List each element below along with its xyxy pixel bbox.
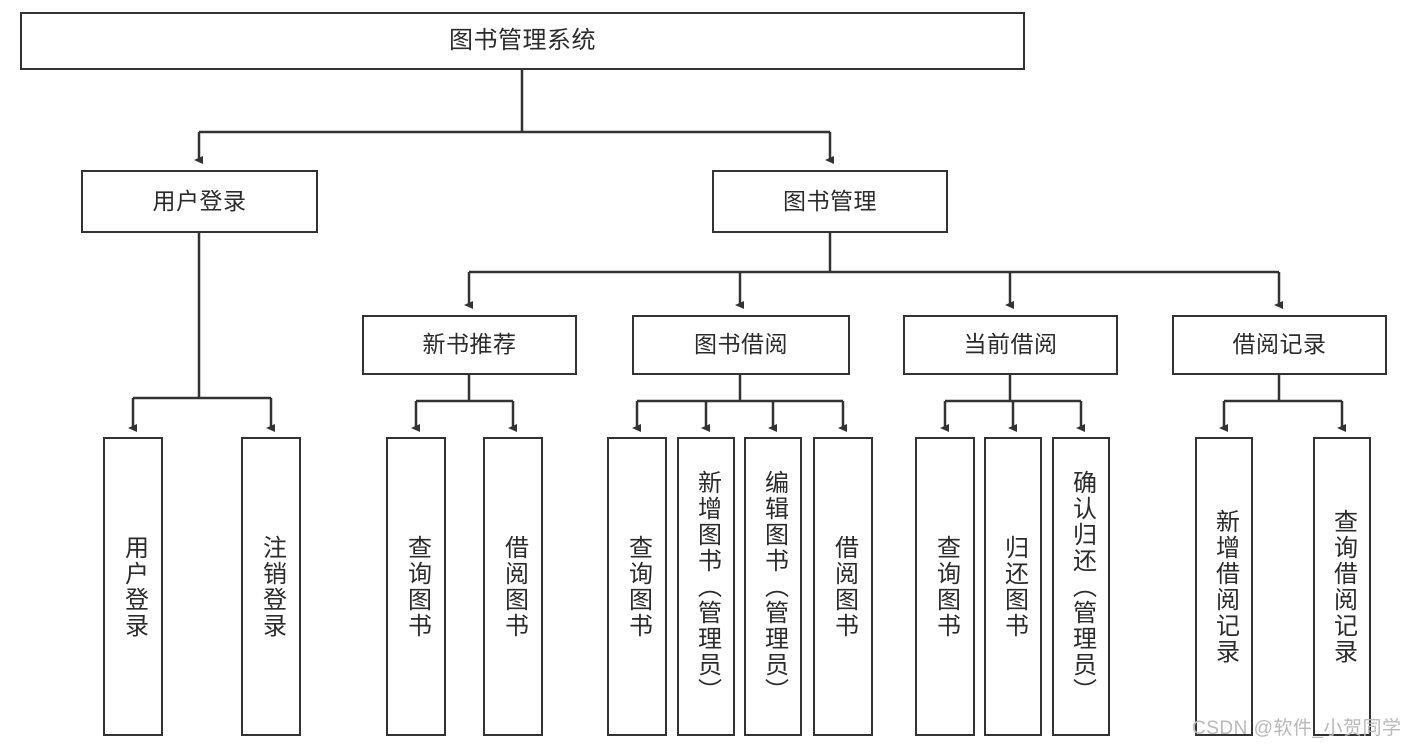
- node-current-borrow[interactable]: 当前借阅: [903, 315, 1118, 375]
- node-book-management[interactable]: 图书管理: [712, 170, 948, 233]
- leaf-borrow-book-recommend[interactable]: 借阅图书: [483, 437, 543, 736]
- leaf-logout-login[interactable]: 注销登录: [241, 437, 301, 736]
- leaf-query-borrow-record[interactable]: 查询借阅记录: [1313, 437, 1371, 736]
- node-label: 编辑图书（管理员）: [760, 469, 788, 704]
- node-label: 新增借阅记录: [1211, 508, 1239, 665]
- node-new-book-recommend[interactable]: 新书推荐: [362, 315, 577, 375]
- node-label: 借阅图书: [830, 534, 858, 639]
- node-label: 查询借阅记录: [1329, 508, 1357, 665]
- leaf-edit-book-admin[interactable]: 编辑图书（管理员）: [744, 437, 802, 736]
- leaf-return-book[interactable]: 归还图书: [984, 437, 1042, 736]
- leaf-add-borrow-record[interactable]: 新增借阅记录: [1195, 437, 1253, 736]
- node-label: 新增图书（管理员）: [693, 469, 721, 704]
- node-user-login[interactable]: 用户登录: [81, 170, 318, 233]
- leaf-query-book-current[interactable]: 查询图书: [915, 437, 975, 736]
- node-label: 用户登录: [152, 187, 247, 214]
- node-label: 查询图书: [932, 534, 960, 639]
- node-label: 注销登录: [258, 534, 286, 639]
- leaf-user-login[interactable]: 用户登录: [103, 437, 163, 736]
- leaf-borrow-book[interactable]: 借阅图书: [813, 437, 873, 736]
- node-label: 确认归还（管理员）: [1068, 469, 1096, 704]
- csdn-watermark: CSDN @软件_小贺同学: [1192, 718, 1402, 739]
- node-root-book-management-system[interactable]: 图书管理系统: [20, 12, 1025, 70]
- leaf-query-book-borrow[interactable]: 查询图书: [607, 437, 667, 736]
- node-book-borrow[interactable]: 图书借阅: [632, 315, 850, 375]
- node-label: 当前借阅: [963, 331, 1058, 358]
- node-label: 借阅图书: [500, 534, 528, 639]
- node-label: 查询图书: [403, 534, 431, 639]
- node-label: 图书借阅: [694, 331, 788, 358]
- node-label: 查询图书: [624, 534, 652, 639]
- node-label: 图书管理: [783, 187, 877, 214]
- leaf-add-book-admin[interactable]: 新增图书（管理员）: [677, 437, 735, 736]
- node-label: 借阅记录: [1232, 331, 1327, 358]
- node-borrow-record[interactable]: 借阅记录: [1172, 315, 1387, 375]
- node-label: 归还图书: [1000, 534, 1028, 639]
- node-label: 图书管理系统: [449, 26, 596, 54]
- leaf-query-book-recommend[interactable]: 查询图书: [386, 437, 446, 736]
- node-label: 用户登录: [120, 534, 148, 639]
- node-label: 新书推荐: [422, 331, 517, 358]
- leaf-confirm-return-admin[interactable]: 确认归还（管理员）: [1052, 437, 1110, 736]
